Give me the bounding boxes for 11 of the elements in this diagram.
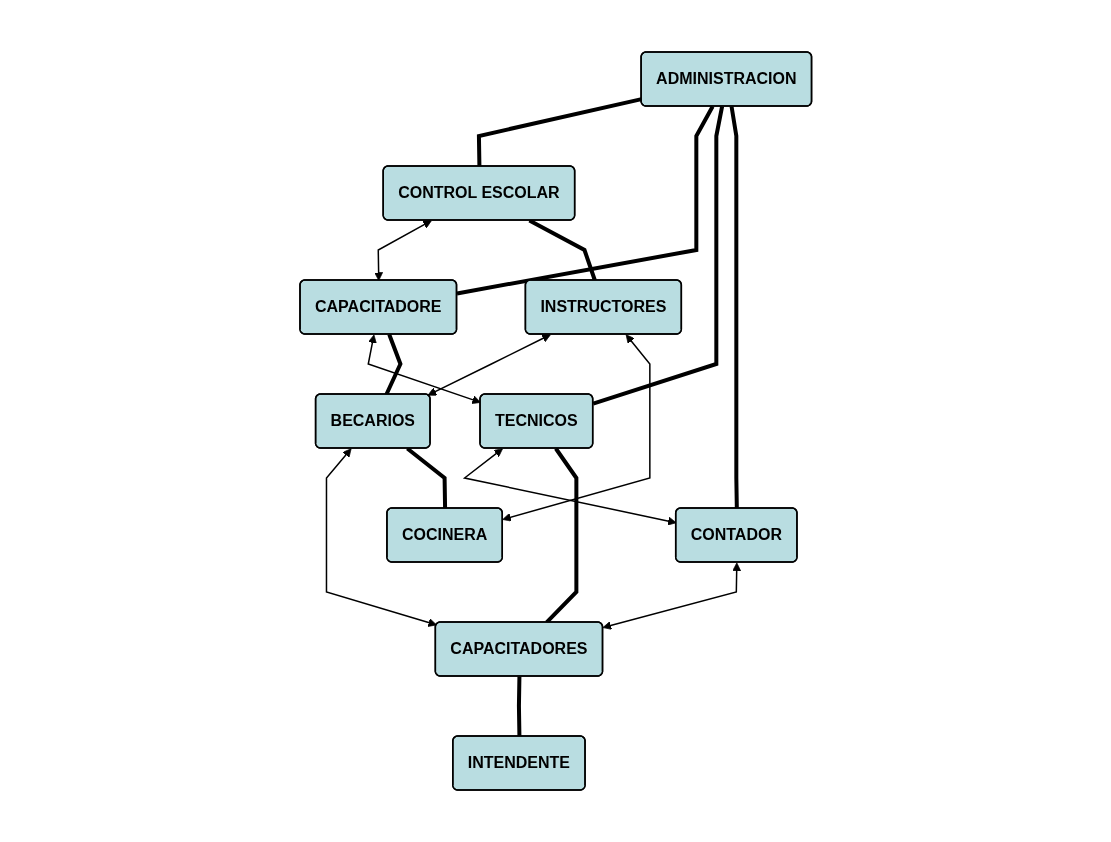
arrow (427, 334, 551, 396)
connector (456, 105, 715, 296)
connector (592, 106, 724, 406)
arrow (502, 334, 651, 522)
arrow (373, 220, 432, 281)
connector (384, 333, 403, 396)
arrow (325, 448, 437, 627)
arrow (602, 562, 741, 630)
connector (516, 676, 522, 737)
connector (476, 97, 642, 167)
connector (729, 106, 739, 509)
